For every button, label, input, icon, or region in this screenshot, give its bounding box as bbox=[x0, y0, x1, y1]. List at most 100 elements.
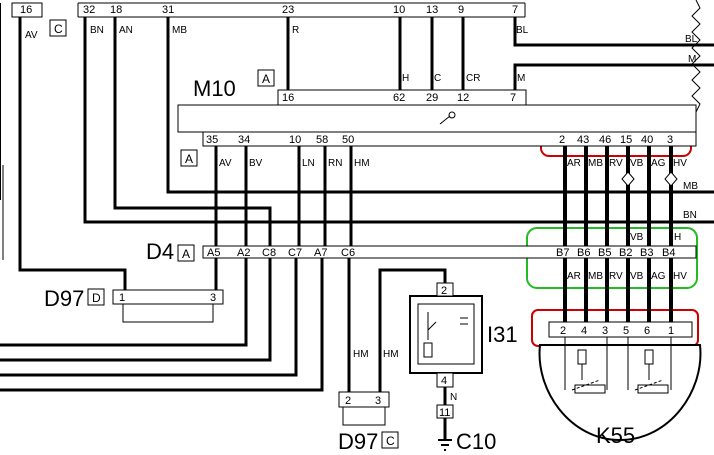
d4-label: D4 bbox=[146, 239, 174, 264]
d4l-code-ar: AR bbox=[567, 271, 581, 282]
d4l-pin-c7: C7 bbox=[288, 247, 302, 259]
d4u-code-hm: HM bbox=[354, 158, 370, 169]
d4u-code-ag: AG bbox=[651, 158, 666, 169]
k55-pin-1: 1 bbox=[668, 325, 674, 337]
k55-pin-6: 6 bbox=[644, 325, 650, 337]
top-pin-18: 18 bbox=[110, 4, 122, 16]
wire-code-bn-right: BN bbox=[683, 210, 697, 221]
d97-c-body bbox=[342, 406, 386, 426]
d4u-pin-50: 50 bbox=[342, 134, 354, 146]
k55-pin-3: 3 bbox=[602, 325, 608, 337]
d4u-pin-35: 35 bbox=[206, 134, 218, 146]
d4u-code-mb: MB bbox=[588, 158, 603, 169]
m10-label: M10 bbox=[193, 76, 236, 101]
d4l-pin-b2: B2 bbox=[619, 247, 632, 259]
d4u-pin-40: 40 bbox=[641, 134, 653, 146]
k55-internal-circuit bbox=[564, 337, 672, 394]
splice-diamond-vb bbox=[621, 171, 635, 187]
d4l-pin-a7: A7 bbox=[314, 247, 327, 259]
d97-d-box bbox=[87, 288, 105, 306]
d4u-pin-15: 15 bbox=[620, 134, 632, 146]
d97-d-pin-3: 3 bbox=[210, 292, 216, 304]
top-c-label: C bbox=[54, 22, 63, 36]
k55-connector bbox=[548, 321, 693, 338]
d4l-pin-b6: B6 bbox=[577, 247, 590, 259]
top-pin-31: 31 bbox=[162, 4, 174, 16]
i31-internal-circuit bbox=[417, 303, 475, 365]
top-pin-23: 23 bbox=[282, 4, 294, 16]
wire-code-av-top: AV bbox=[25, 30, 38, 41]
top-pin-13: 13 bbox=[426, 4, 438, 16]
d4u-pin-3: 3 bbox=[667, 134, 673, 146]
d4-upper-body bbox=[177, 104, 697, 133]
d4u-code-ln: LN bbox=[302, 158, 315, 169]
c10-code-n: N bbox=[450, 392, 457, 403]
d97-c-code-hm-1: HM bbox=[353, 349, 369, 360]
wire-code-bl-right: BL bbox=[685, 34, 698, 45]
d4u-code-vb: VB bbox=[630, 158, 644, 169]
wrench-icon bbox=[439, 111, 456, 125]
d97-c-code-hm-2: HM bbox=[383, 349, 399, 360]
d4l-code-h-top: H bbox=[674, 232, 681, 243]
d4-lower-a-label: A bbox=[182, 247, 190, 261]
d4u-code-ar: AR bbox=[567, 158, 581, 169]
d4l-pin-a2: A2 bbox=[237, 247, 250, 259]
k55-pin-4: 4 bbox=[581, 325, 587, 337]
wire-code-an-top: AN bbox=[119, 25, 133, 36]
d97-c-box-label: C bbox=[386, 434, 395, 448]
d4-lower-a-box bbox=[177, 244, 195, 262]
d4u-code-rv: RV bbox=[609, 158, 623, 169]
c10-label: C10 bbox=[456, 429, 496, 454]
m10-code-cr: CR bbox=[466, 73, 480, 84]
wire-code-mb-top: MB bbox=[172, 25, 187, 36]
d4l-code-vb-top: VB bbox=[630, 232, 644, 243]
ground-icon bbox=[438, 439, 452, 451]
d97-d-label: D97 bbox=[44, 286, 84, 311]
d97-d-box-label: D bbox=[92, 291, 101, 305]
d4u-code-hv: HV bbox=[673, 158, 687, 169]
top-pin-16: 16 bbox=[20, 4, 32, 16]
right-edge-break bbox=[691, 0, 701, 113]
d4l-pin-c8: C8 bbox=[262, 247, 276, 259]
wire-code-bn-top: BN bbox=[90, 25, 104, 36]
d4l-code-rv: RV bbox=[609, 271, 623, 282]
d4u-code-av: AV bbox=[219, 158, 232, 169]
d97-d-connector bbox=[112, 289, 224, 305]
d97-d-body bbox=[122, 303, 214, 323]
c10-fuse-label: 11 bbox=[439, 407, 450, 419]
top-pin-10: 10 bbox=[393, 4, 405, 16]
d4u-pin-10: 10 bbox=[289, 134, 301, 146]
d97-d-pin-1: 1 bbox=[119, 292, 125, 304]
d4l-pin-b4: B4 bbox=[662, 247, 675, 259]
d97-c-label: D97 bbox=[338, 429, 378, 454]
k55-pin-2: 2 bbox=[560, 325, 566, 337]
k55-body bbox=[538, 344, 702, 442]
d4-upper-pin-strip bbox=[202, 131, 697, 147]
i31-pin-4-box bbox=[436, 372, 454, 388]
d4-upper-a-label: A bbox=[185, 152, 193, 166]
wires bbox=[0, 3, 714, 440]
k55-label: K55 bbox=[596, 423, 635, 448]
wire-code-mb-right: MB bbox=[683, 181, 698, 192]
top-pin-32: 32 bbox=[83, 4, 95, 16]
k55-pin-5: 5 bbox=[623, 325, 629, 337]
d4l-pin-b3: B3 bbox=[640, 247, 653, 259]
d4l-pin-b5: B5 bbox=[598, 247, 611, 259]
d4l-pin-a5: A5 bbox=[207, 247, 220, 259]
m10-pin-12: 12 bbox=[457, 92, 469, 104]
i31-pin-4: 4 bbox=[441, 375, 447, 387]
d4u-pin-46: 46 bbox=[599, 134, 611, 146]
top-pin-7: 7 bbox=[512, 4, 518, 16]
m10-pin-16: 16 bbox=[282, 92, 294, 104]
splice-diamond-hv bbox=[664, 171, 678, 187]
d4u-code-bv: BV bbox=[249, 158, 263, 169]
d4l-code-vb: VB bbox=[630, 271, 644, 282]
d4l-pin-c6: C6 bbox=[341, 247, 355, 259]
d4u-pin-2: 2 bbox=[559, 134, 565, 146]
wire-code-m-right: M bbox=[688, 54, 696, 65]
i31-pin-2: 2 bbox=[441, 285, 447, 297]
i31-pin-2-box bbox=[436, 282, 454, 297]
m10-a-box bbox=[257, 69, 275, 87]
top-pin-9: 9 bbox=[458, 4, 464, 16]
